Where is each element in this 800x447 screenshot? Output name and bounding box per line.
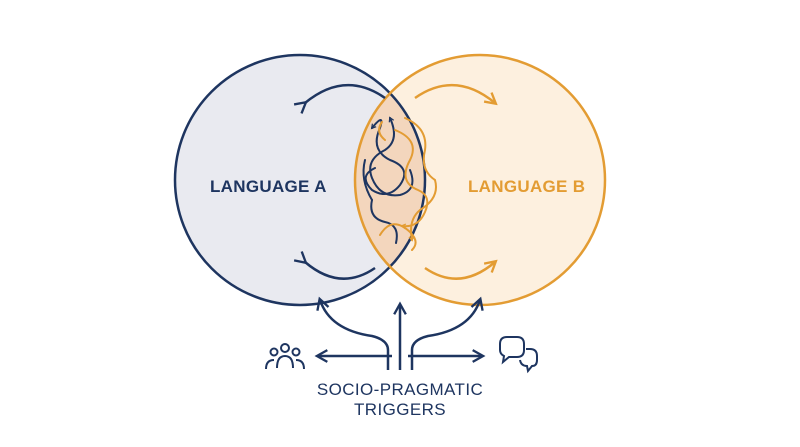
arc-top-a [305,84,386,103]
people-group-icon [265,343,305,370]
speech-bubbles-icon [499,336,538,374]
triggers-caption-line1: SOCIO-PRAGMATIC [316,380,484,399]
language-a-circle [173,53,427,307]
arc-top-b [414,84,495,103]
language-b-label: LANGUAGE B [468,177,586,196]
language-a-circle-fill [175,55,425,305]
trigger-arrows [318,300,482,370]
triggers-caption-line2: TRIGGERS [354,400,446,419]
language-a-label: LANGUAGE A [210,177,327,196]
arc-bottom-b [424,262,495,280]
language-b-circle-fill [355,55,605,305]
code-switching-knot [362,116,437,251]
arc-bottom-a [305,262,376,280]
